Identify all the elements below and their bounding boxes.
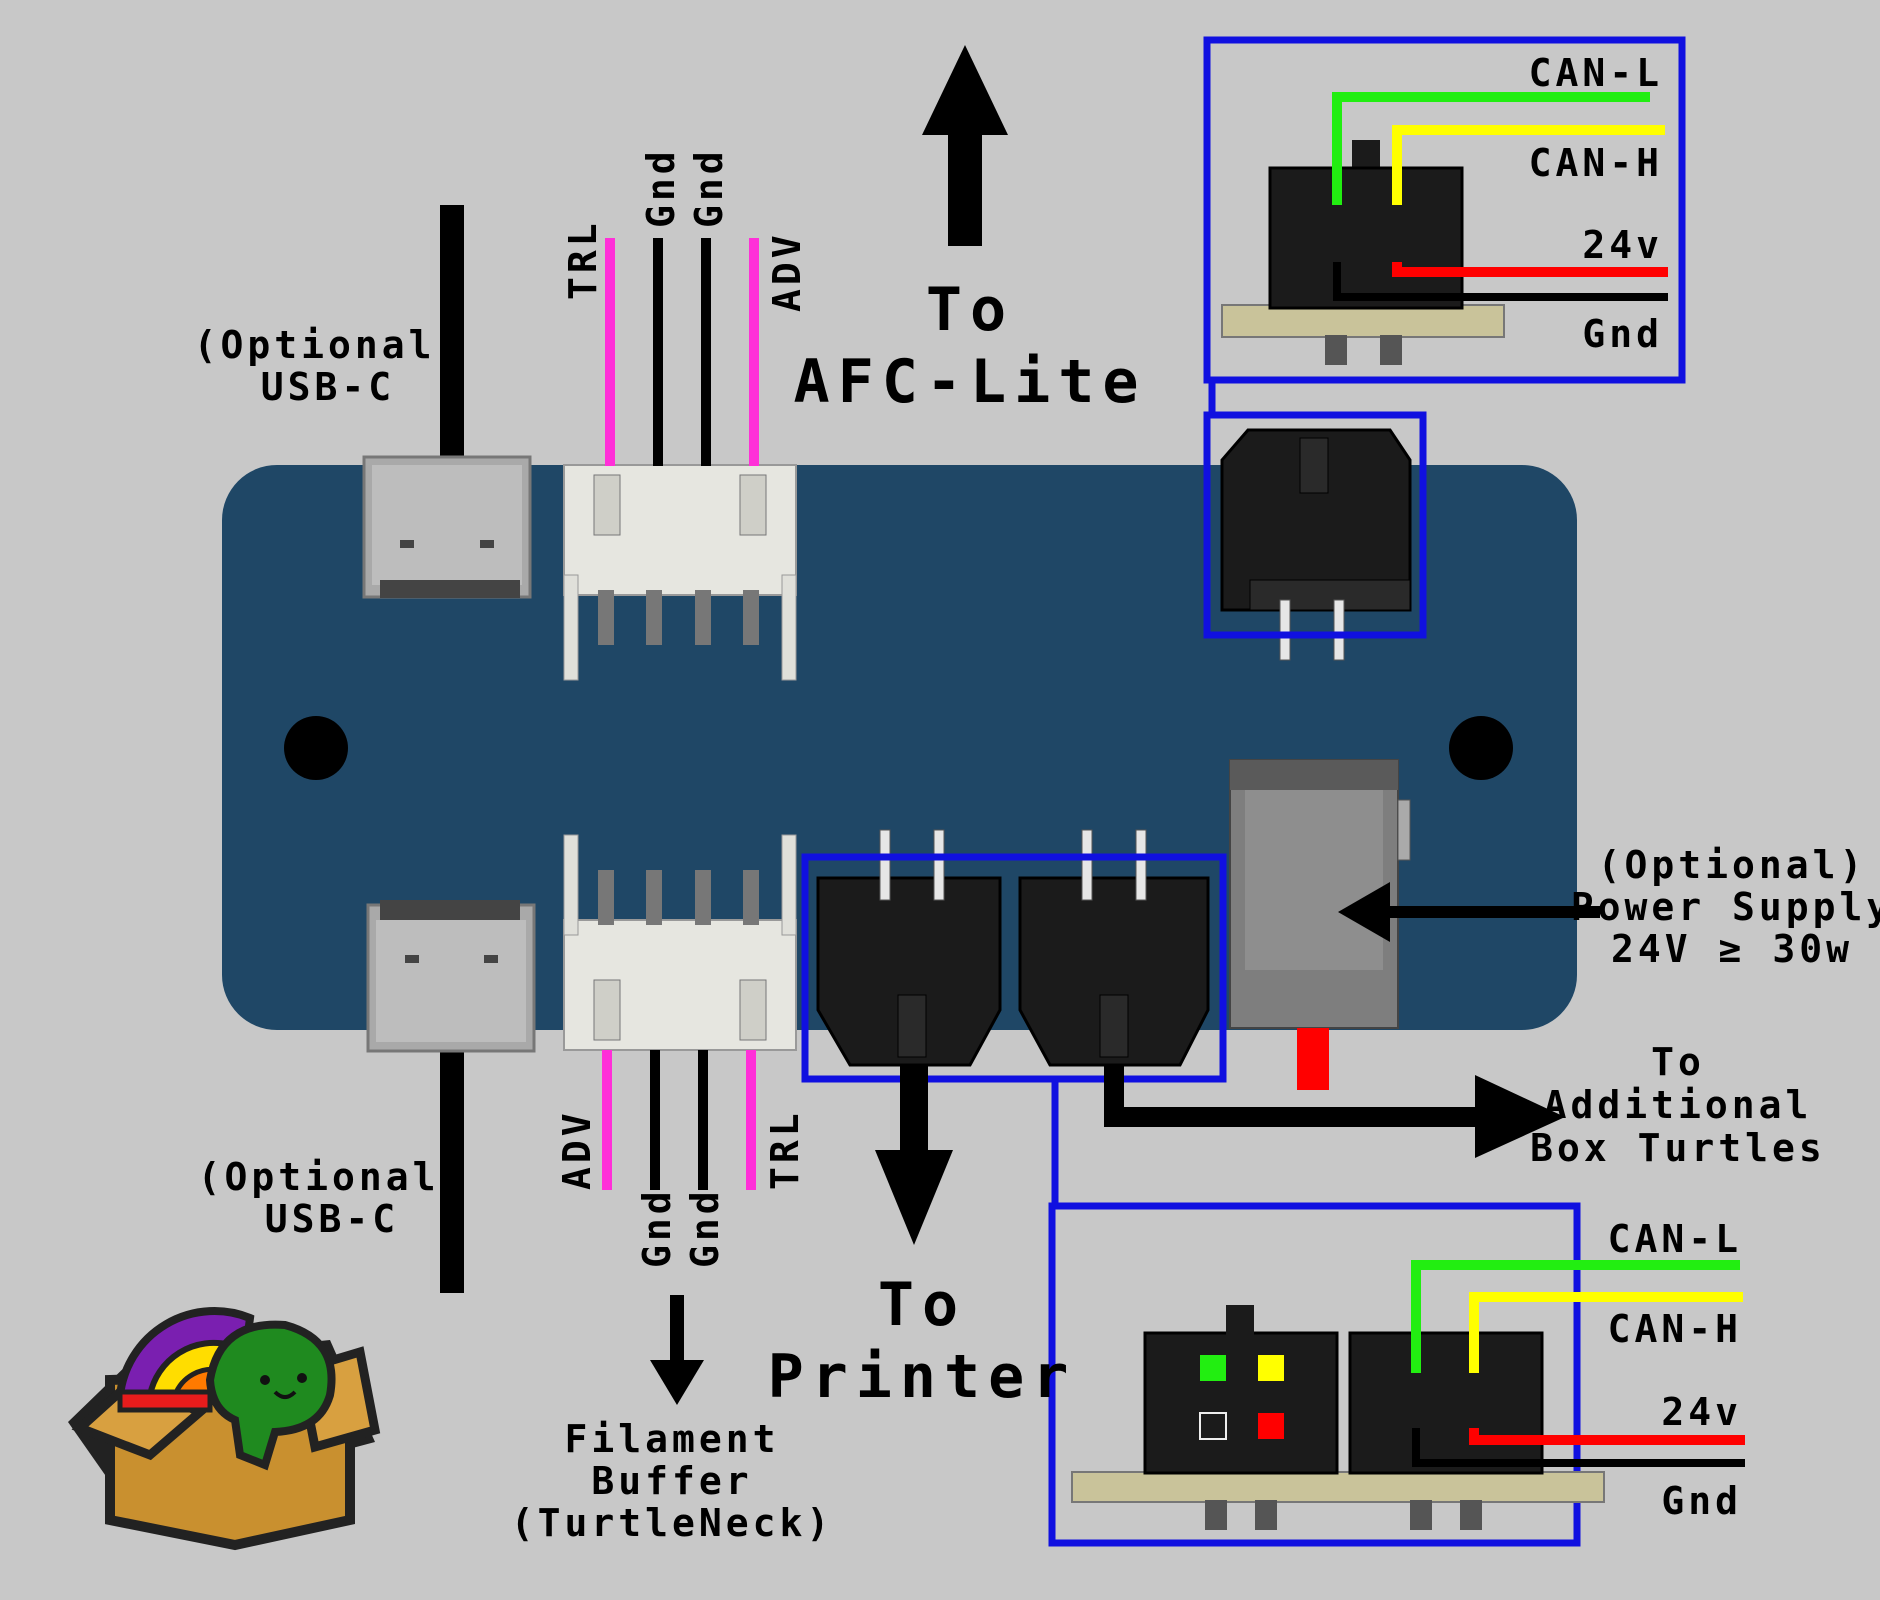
can-h-label-top: CAN-H xyxy=(1529,141,1663,185)
additional-label-1: To xyxy=(1651,1040,1705,1084)
pin-label-trl-bottom: TRL xyxy=(763,1109,807,1190)
to-afc-label-2: AFC-Lite xyxy=(794,347,1147,417)
wire-gnd-top-1 xyxy=(653,238,663,466)
power-supply-label-1: (Optional) xyxy=(1598,843,1867,887)
24v-label-top: 24v xyxy=(1582,223,1663,267)
to-printer-label-1: To xyxy=(878,1270,966,1340)
filament-buffer-label-2: Buffer xyxy=(591,1459,752,1503)
wire-gnd-bottom-2 xyxy=(698,1050,708,1190)
usb-top-label-1: (Optional) xyxy=(194,323,463,367)
wire-adv-bottom xyxy=(602,1050,612,1190)
wire-gnd-bottom-1 xyxy=(650,1050,660,1190)
pin-label-gnd-bottom-1: Gnd xyxy=(635,1187,679,1268)
top-4pin-header xyxy=(563,464,797,681)
arrow-down-buffer xyxy=(650,1295,704,1405)
can-h-label-bottom: CAN-H xyxy=(1608,1307,1742,1351)
afc-connector xyxy=(1220,428,1412,661)
power-supply-label-2: Power Supply xyxy=(1571,885,1880,929)
wire-trl-bottom xyxy=(746,1050,756,1190)
mount-hole-left xyxy=(284,716,348,780)
pin-label-gnd-bottom-2: Gnd xyxy=(683,1187,727,1268)
afc-connector-highlight xyxy=(1203,411,1427,639)
pin-label-gnd-top-1: Gnd xyxy=(639,147,683,228)
usb-top-label-2: USB-C xyxy=(261,365,395,409)
turtle-in-box-logo xyxy=(68,1307,381,1551)
to-afc-label-1: To xyxy=(926,275,1014,345)
wire-gnd-top-2 xyxy=(701,238,711,466)
additional-label-2: Additional xyxy=(1544,1083,1813,1127)
can-inset-top xyxy=(1203,36,1686,415)
usb-c-bottom-connector xyxy=(366,900,536,1293)
arrow-right-additional xyxy=(1104,1065,1565,1158)
arrow-left-power xyxy=(1338,882,1600,942)
arrow-up-afc xyxy=(922,45,1008,246)
printer-connectors-highlight xyxy=(801,853,1227,1083)
usb-bottom-label-1: (Optional) xyxy=(198,1155,467,1199)
mount-hole-right xyxy=(1449,716,1513,780)
arrow-down-printer xyxy=(875,1065,953,1245)
additional-label-3: Box Turtles xyxy=(1530,1126,1826,1170)
filament-buffer-label-3: (TurtleNeck) xyxy=(511,1501,834,1545)
power-supply-label-3: 24V ≥ 30w xyxy=(1611,927,1853,971)
gnd-label-top: Gnd xyxy=(1582,312,1663,356)
can-inset-bottom xyxy=(1048,1079,1745,1547)
printer-connectors xyxy=(816,829,1210,1067)
to-printer-label-2: Printer xyxy=(768,1342,1077,1412)
filament-buffer-label-1: Filament xyxy=(564,1417,779,1461)
pin-label-adv-top: ADV xyxy=(765,231,809,312)
can-l-label-top: CAN-L xyxy=(1529,51,1663,95)
pin-label-adv-bottom: ADV xyxy=(555,1109,599,1190)
gnd-label-bottom: Gnd xyxy=(1661,1479,1742,1523)
usb-bottom-label-2: USB-C xyxy=(265,1197,399,1241)
can-l-label-bottom: CAN-L xyxy=(1608,1217,1742,1261)
usb-c-top-connector xyxy=(362,205,532,599)
pin-label-gnd-top-2: Gnd xyxy=(687,147,731,228)
bottom-4pin-header xyxy=(563,834,797,1051)
power-jack xyxy=(1229,759,1411,1090)
pin-label-trl-top: TRL xyxy=(561,219,605,300)
24v-label-bottom: 24v xyxy=(1661,1390,1742,1434)
wire-adv-top xyxy=(749,238,759,466)
wire-trl-top xyxy=(605,238,615,466)
